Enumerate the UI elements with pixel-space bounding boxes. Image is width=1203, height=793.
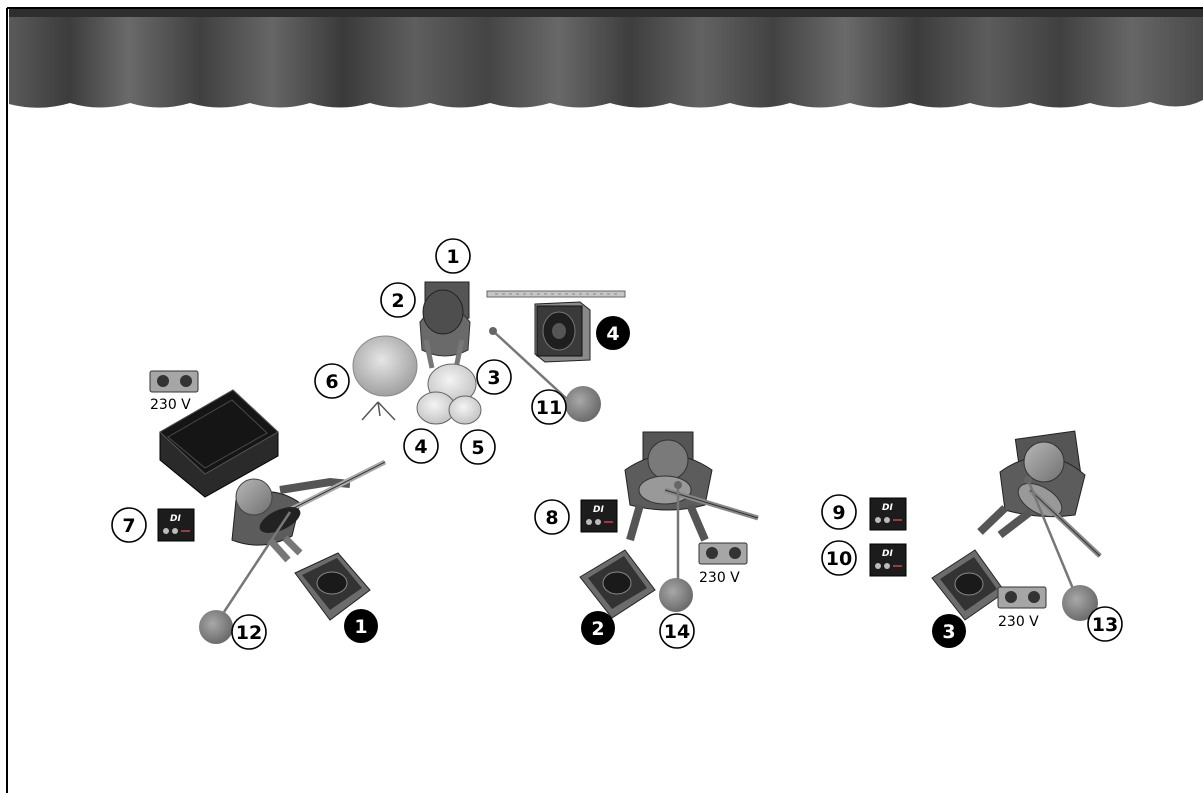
svg-text:4: 4	[414, 436, 427, 458]
svg-text:2: 2	[391, 290, 404, 312]
musician-left	[231, 459, 387, 563]
di-box: DI	[580, 499, 618, 533]
drummer	[419, 289, 471, 369]
stage-border	[6, 7, 1203, 793]
channel-label-1: 1	[435, 238, 471, 274]
musician-right	[977, 430, 1102, 558]
di-box: DI	[869, 497, 907, 531]
svg-text:1: 1	[354, 616, 367, 638]
channel-label-9: 9	[821, 494, 857, 530]
svg-text:9: 9	[832, 502, 845, 524]
svg-text:10: 10	[826, 548, 852, 570]
svg-text:7: 7	[122, 515, 135, 537]
svg-text:DI: DI	[882, 503, 893, 513]
monitor-wedge	[579, 549, 656, 619]
mic-stand	[489, 327, 601, 422]
di-box: DI	[869, 543, 907, 577]
power-outlet: 230 V	[997, 586, 1047, 630]
mic-stand	[659, 481, 693, 612]
svg-text:14: 14	[664, 621, 690, 643]
channel-label-6: 6	[314, 363, 350, 399]
channel-label-7: 7	[111, 507, 147, 543]
svg-text:6: 6	[325, 371, 338, 393]
musician-center	[624, 431, 759, 542]
svg-text:DI: DI	[882, 549, 893, 559]
power-outlet: 230 V	[698, 542, 748, 586]
monitor-label-2: 2	[581, 611, 615, 645]
channel-label-10: 10	[821, 540, 857, 576]
monitor-wedge	[294, 552, 371, 621]
svg-text:13: 13	[1092, 614, 1118, 636]
monitor-label-1: 1	[344, 609, 378, 643]
speaker-cabinet	[534, 301, 591, 363]
channel-label-2: 2	[380, 282, 416, 318]
channel-label-3: 3	[476, 359, 512, 395]
svg-text:DI: DI	[170, 514, 181, 524]
power-label: 230 V	[699, 570, 740, 586]
di-box: DI	[157, 508, 195, 542]
monitor-wedge	[931, 549, 1006, 621]
mic-stand	[199, 511, 292, 644]
channel-label-14: 14	[659, 613, 695, 649]
svg-text:2: 2	[591, 618, 604, 640]
channel-label-13: 13	[1087, 606, 1123, 642]
power-label: 230 V	[998, 614, 1039, 630]
svg-text:8: 8	[545, 507, 558, 529]
power-label: 230 V	[150, 397, 191, 413]
cymbal	[352, 335, 418, 397]
channel-label-12: 12	[231, 614, 267, 650]
svg-text:4: 4	[606, 323, 619, 345]
monitor-label-4: 4	[596, 316, 630, 350]
keyboard-amp	[159, 389, 279, 498]
cymbal-stand	[361, 401, 396, 421]
channel-label-4: 4	[403, 428, 439, 464]
svg-text:3: 3	[487, 367, 500, 389]
drum-kit	[352, 281, 482, 425]
svg-text:5: 5	[471, 437, 484, 459]
channel-label-5: 5	[460, 429, 496, 465]
svg-text:3: 3	[942, 621, 955, 643]
svg-text:11: 11	[536, 397, 562, 419]
channel-label-8: 8	[534, 499, 570, 535]
power-outlet: 230 V	[149, 370, 199, 413]
flute	[486, 290, 626, 298]
channel-label-11: 11	[531, 389, 567, 425]
snare-drum	[448, 395, 482, 425]
svg-text:12: 12	[236, 622, 262, 644]
svg-text:DI: DI	[593, 505, 604, 515]
mic-stand	[1024, 476, 1098, 621]
curtain	[9, 9, 1203, 108]
monitor-label-3: 3	[932, 614, 966, 648]
svg-text:1: 1	[446, 246, 459, 268]
